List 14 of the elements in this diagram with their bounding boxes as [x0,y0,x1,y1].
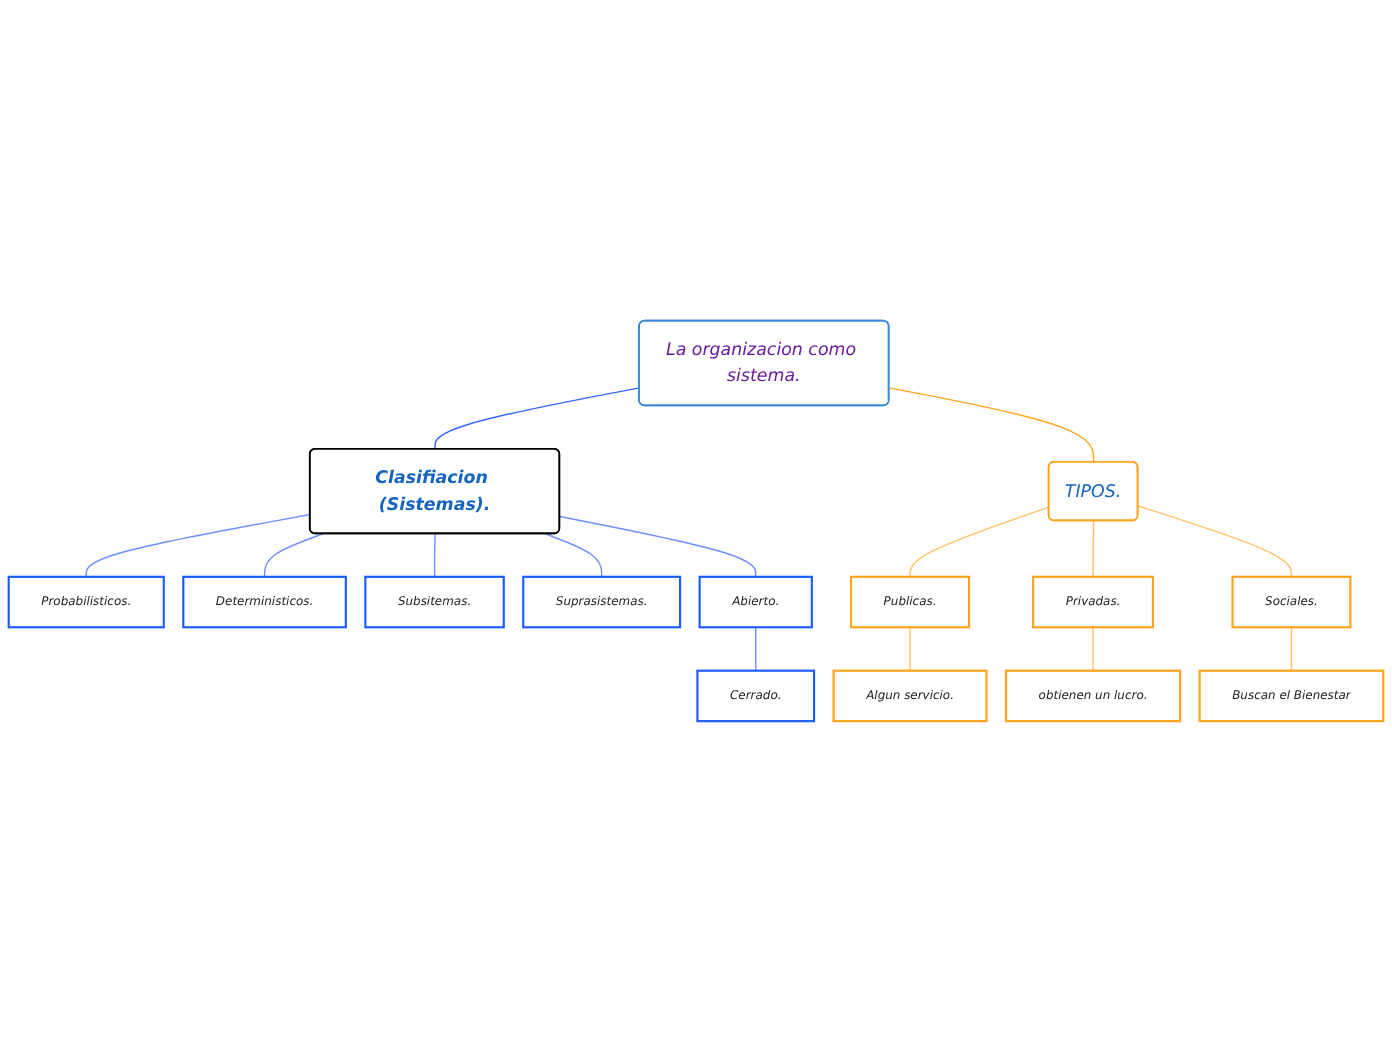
connector [1092,625,1094,671]
connector [1092,519,1095,577]
connector [888,386,1095,463]
connector [909,505,1050,577]
connector [85,512,311,577]
connector [434,386,641,450]
connector [755,625,757,671]
connector [559,514,757,577]
connector [1290,625,1293,671]
connector [1137,504,1293,577]
connector [544,532,603,577]
connector [909,625,911,671]
connector [433,532,436,577]
connector [263,532,324,577]
